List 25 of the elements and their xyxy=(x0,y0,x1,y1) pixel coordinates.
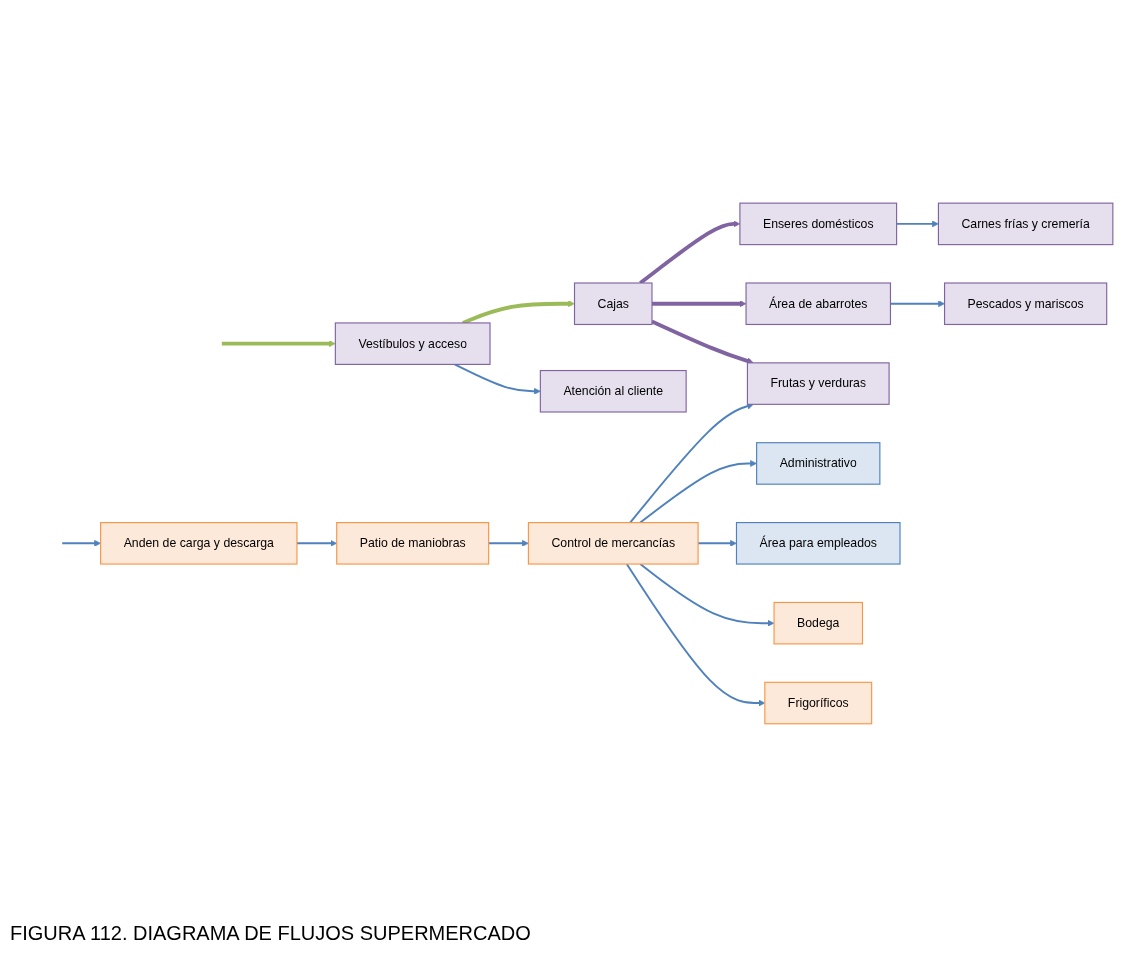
arrow xyxy=(453,363,541,395)
node-box: Control de mercancías xyxy=(527,521,699,565)
node-box: Anden de carga y descarga xyxy=(100,521,298,565)
node-box: Carnes frías y cremería xyxy=(937,202,1114,245)
node-box: Vestíbulos y acceso xyxy=(334,321,491,365)
node-box: Atención al cliente xyxy=(539,369,687,413)
node-box: Cajas xyxy=(573,281,653,325)
arrow xyxy=(61,539,101,547)
node-box: Patio de maniobras xyxy=(336,521,490,565)
arrow xyxy=(651,319,754,364)
node-box: Bodega xyxy=(773,601,864,645)
node-box: Administrativo xyxy=(756,441,881,485)
node-box: Área para empleados xyxy=(735,521,901,565)
figure-caption: FIGURA 112. DIAGRAMA DE FLUJOS SUPERMERCADO xyxy=(10,921,532,946)
arrow xyxy=(652,299,747,307)
node-box: Área de abarrotes xyxy=(745,281,892,325)
node-box: Enseres domésticos xyxy=(739,202,898,245)
arrow xyxy=(629,402,754,524)
arrow xyxy=(296,539,337,547)
node-box: Pescados y mariscos xyxy=(944,281,1108,325)
arrow xyxy=(639,562,775,627)
arrow xyxy=(639,459,757,524)
node-box: Frutas y verduras xyxy=(746,361,890,405)
arrow xyxy=(221,339,336,347)
node-box: Frigoríficos xyxy=(764,681,873,724)
